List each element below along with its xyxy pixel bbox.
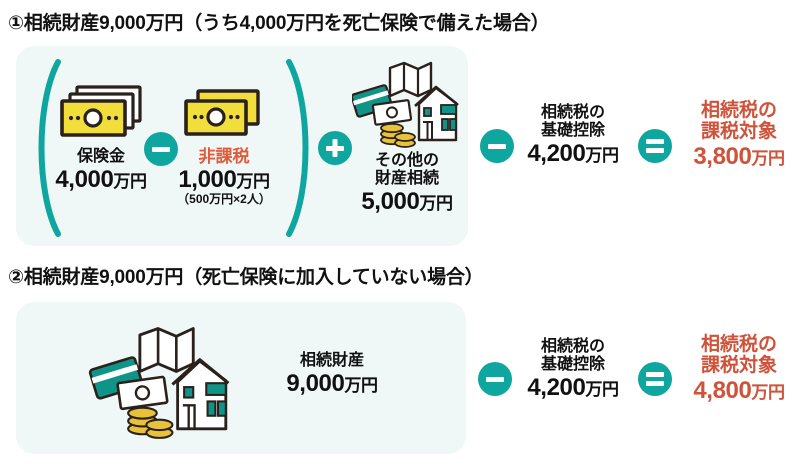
house-icon	[171, 358, 230, 431]
equals-bar-top	[646, 139, 664, 144]
taxable-amount-label-2: 相続税の 課税対象 4,800万円	[693, 334, 785, 404]
coin-stack-icon	[380, 122, 416, 148]
minus-bar	[152, 146, 170, 152]
equals-circle-icon-1	[638, 129, 672, 163]
minus-bar	[486, 376, 504, 382]
basic-deduction-label-1: 相続税の 基礎控除 4,200万円	[527, 104, 619, 167]
equals-circle-icon-2	[638, 362, 672, 396]
section-title-case-2: ②相続財産9,000万円（死亡保険に加入していない場合）	[8, 267, 484, 288]
nontaxable-amount-label: 非課税 1,000万円 （500万円×2人）	[177, 147, 271, 206]
equals-bar-bottom	[646, 148, 664, 153]
banknote-stack-icon	[58, 83, 144, 145]
minus-bar	[488, 143, 506, 149]
coin-stack-icon	[127, 406, 174, 439]
minus-circle-icon-1	[144, 132, 178, 166]
minus-circle-icon-3	[478, 362, 512, 396]
plus-bar-vertical	[332, 139, 338, 157]
banknote-pair-icon	[182, 83, 264, 145]
map-icon	[388, 61, 433, 98]
section-title-case-1: ①相続財産9,000万円（うち4,000万円を死亡保険で備えた場合）	[8, 13, 550, 34]
minus-circle-icon-2	[480, 129, 514, 163]
bracket-right-icon	[284, 58, 318, 238]
other-assets-label: その他の 財産相続 5,000万円	[361, 152, 453, 215]
plus-circle-icon	[318, 131, 352, 165]
insurance-amount-label: 保険金 4,000万円	[55, 148, 147, 193]
map-icon	[138, 327, 195, 373]
estate-amount-label: 相続財産 9,000万円	[286, 352, 378, 397]
banknote-icon	[371, 99, 413, 126]
house-icon	[414, 85, 459, 142]
basic-deduction-label-2: 相続税の 基礎控除 4,200万円	[527, 338, 619, 401]
bracket-left-icon	[28, 58, 62, 238]
assets-cluster-icon-1	[352, 58, 462, 154]
equals-bar-top	[646, 372, 664, 377]
banknote-icon	[116, 375, 169, 411]
assets-cluster-icon-2	[82, 322, 242, 447]
equals-bar-bottom	[646, 381, 664, 386]
taxable-amount-label-1: 相続税の 課税対象 3,800万円	[693, 100, 785, 170]
